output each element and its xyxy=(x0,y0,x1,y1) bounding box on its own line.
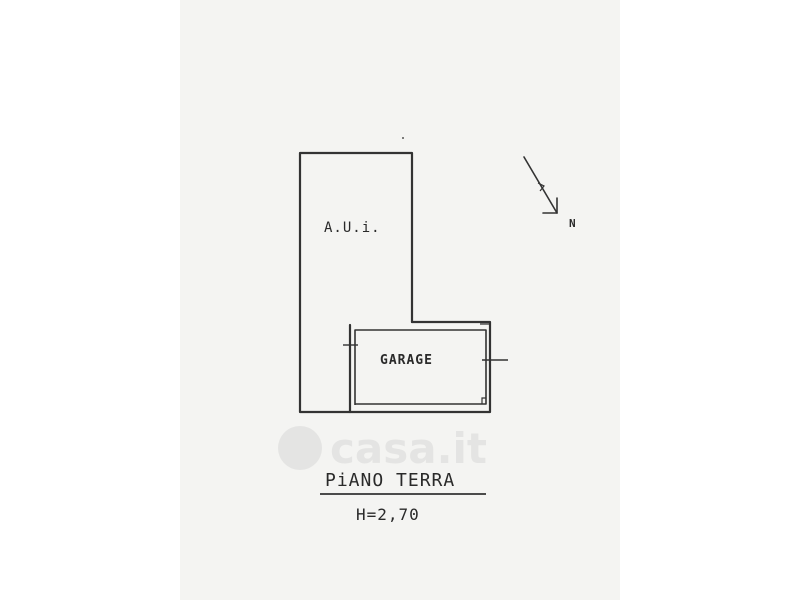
room-garage-label: GARAGE xyxy=(380,353,433,368)
north-label: N xyxy=(569,217,577,230)
speck xyxy=(402,137,404,139)
drawing-sheet xyxy=(180,0,620,600)
height-label: H=2,70 xyxy=(356,505,420,524)
watermark-text: casa.it xyxy=(330,423,488,473)
floor-title: PiANO TERRA xyxy=(325,470,455,491)
room-aui-label: A.U.i. xyxy=(324,220,381,236)
watermark-logo-icon xyxy=(278,426,322,470)
garage-inner-wall xyxy=(354,329,487,405)
watermark: casa.it xyxy=(278,418,528,478)
garage-corner-detail xyxy=(480,323,491,404)
garage-outer-outline xyxy=(348,320,492,414)
room-aui-outline xyxy=(298,151,414,414)
north-arrow-icon xyxy=(523,156,558,214)
